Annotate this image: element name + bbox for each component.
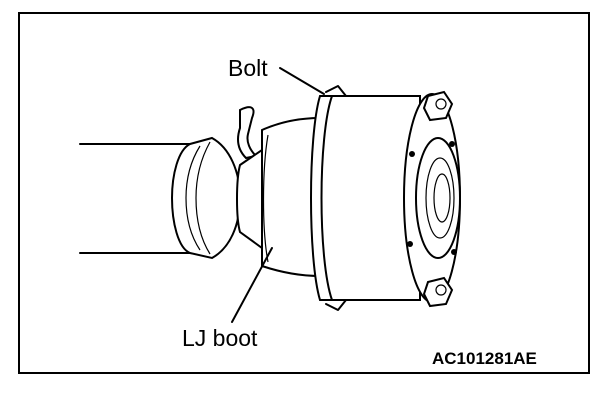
- lj-boot-leader-line: [231, 247, 273, 323]
- lj-boot-label: LJ boot: [182, 325, 258, 351]
- bolt-label: Bolt: [228, 55, 268, 81]
- figure-code: AC101281AE: [432, 349, 537, 368]
- boot-clip: [237, 106, 259, 160]
- flange: [403, 93, 461, 303]
- bolt-bottom: [422, 276, 454, 308]
- figure-frame: [18, 12, 590, 374]
- boot-clamp: [170, 136, 242, 260]
- shaft: [79, 143, 191, 254]
- joint-housing: [310, 85, 421, 311]
- lj-boot: [236, 116, 321, 278]
- bolt-top: [422, 90, 454, 122]
- bolt-leader-line: [279, 67, 325, 95]
